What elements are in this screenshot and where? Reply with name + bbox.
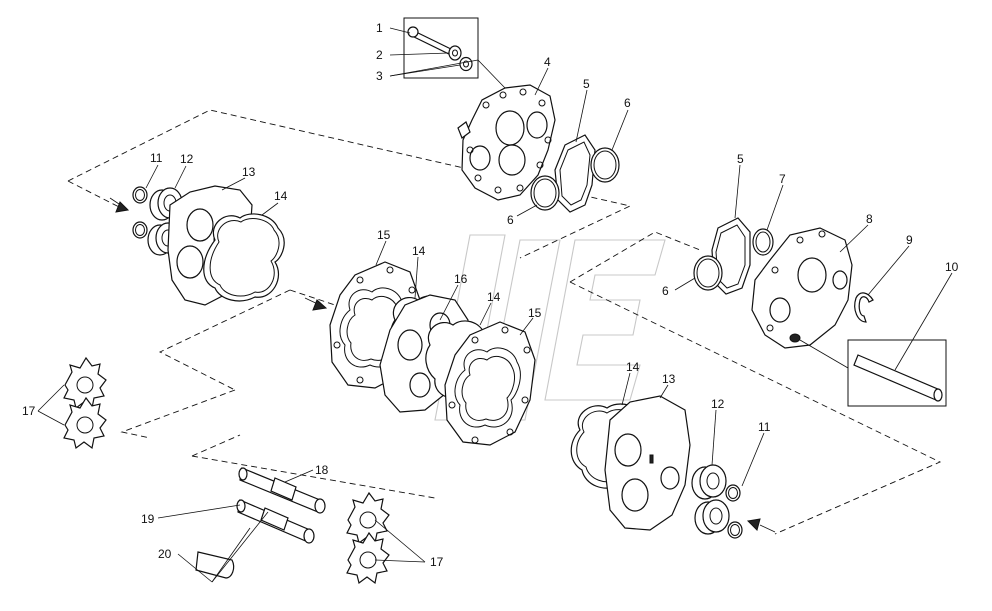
callout-2: 2	[376, 48, 383, 62]
gear-pair-part-17-left	[63, 356, 107, 450]
callout-15-left: 15	[377, 228, 391, 242]
callout-11-right: 11	[758, 420, 771, 434]
callout-labels: 1 2 3 4 5 6 6 5 7 8 9 10 6 11 12 13 14 1…	[22, 21, 959, 569]
gasket-part-5-top	[554, 134, 596, 213]
callout-6-top: 6	[624, 96, 631, 110]
driven-shaft-part-19	[236, 499, 315, 544]
nut-part-3	[459, 56, 473, 72]
seal-part-14-left	[203, 213, 285, 302]
callout-19: 19	[141, 512, 155, 526]
callout-5-right: 5	[737, 152, 744, 166]
callout-6-lower: 6	[507, 213, 514, 227]
assembly-dashed-lines	[67, 109, 942, 535]
callout-14-right: 14	[626, 360, 640, 374]
callout-13-right: 13	[662, 372, 676, 386]
snap-ring-part-11-right	[725, 484, 743, 539]
callout-8: 8	[866, 212, 873, 226]
callout-13-left: 13	[242, 165, 256, 179]
callout-12-right: 12	[711, 397, 725, 411]
callout-15-right: 15	[528, 306, 542, 320]
end-cover-part-8	[751, 227, 853, 349]
callout-4: 4	[544, 55, 551, 69]
key-part-20	[195, 551, 235, 579]
bearing-part-12-right	[691, 464, 730, 535]
gear-pair-part-17-right	[346, 491, 390, 585]
callout-17-left: 17	[22, 404, 36, 418]
callout-14-center-right: 14	[487, 290, 501, 304]
bolt-part-1	[407, 26, 456, 57]
callout-12-left: 12	[180, 152, 194, 166]
callout-7: 7	[779, 172, 786, 186]
callout-17-right: 17	[430, 555, 444, 569]
o-ring-part-7	[752, 228, 774, 256]
callout-14-center: 14	[412, 244, 426, 258]
callout-6-right: 6	[662, 284, 669, 298]
callout-18: 18	[315, 463, 329, 477]
callout-16: 16	[454, 272, 468, 286]
drive-shaft-part-18	[238, 467, 326, 514]
snap-ring-part-9	[854, 292, 874, 323]
o-ring-part-6-top	[530, 147, 620, 211]
snap-ring-part-11-left	[132, 186, 148, 239]
callout-9: 9	[906, 233, 913, 247]
callout-10: 10	[945, 260, 959, 274]
washer-part-2	[448, 45, 462, 61]
o-ring-part-6-right	[693, 255, 723, 291]
callout-20: 20	[158, 547, 172, 561]
dowel-pin-part-10	[847, 339, 947, 407]
assembly-arrows	[109, 197, 776, 533]
callout-11-left: 11	[150, 151, 163, 165]
callout-5-top: 5	[583, 77, 590, 91]
bolt-group-box	[403, 17, 479, 79]
wear-plate-part-13-right	[604, 395, 691, 531]
cover-plate-part-4	[457, 84, 556, 201]
callout-3: 3	[376, 69, 383, 83]
leader-lines	[37, 27, 953, 583]
body-part-15-right	[444, 321, 536, 446]
callout-14-left: 14	[274, 189, 288, 203]
callout-1: 1	[376, 21, 383, 35]
